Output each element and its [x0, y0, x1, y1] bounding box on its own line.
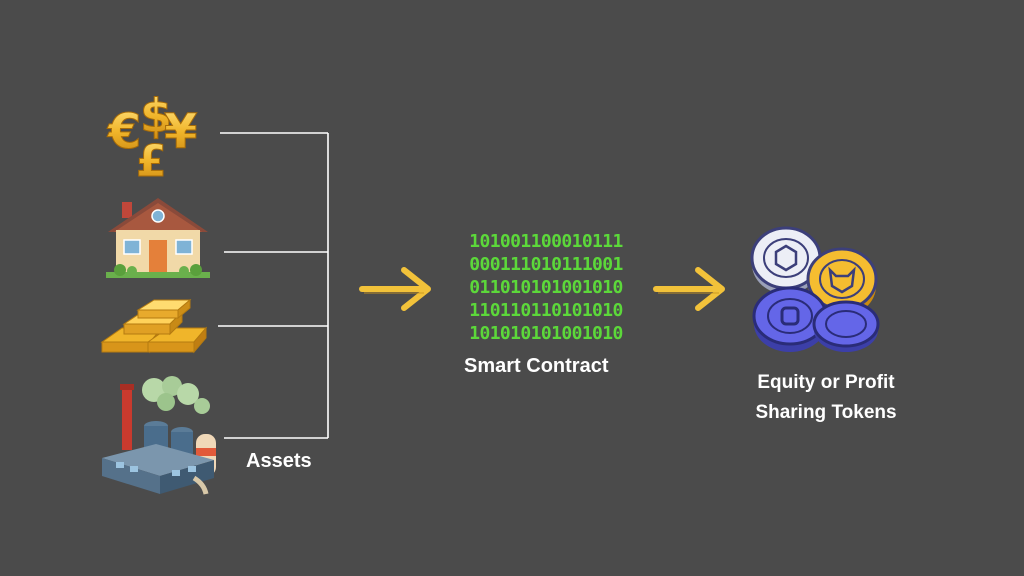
binary-line: 101001100010111 — [469, 231, 623, 252]
assets-label: Assets — [246, 450, 312, 472]
smart-contract-label: Smart Contract — [464, 355, 609, 377]
smart-contract-binary: 101001100010111 000111010111001 01101010… — [448, 230, 644, 345]
binary-line: 000111010111001 — [469, 254, 623, 275]
arrow-to-contract — [359, 267, 431, 311]
tokens-label: Equity or Profit Sharing Tokens — [726, 368, 926, 428]
house-icon — [106, 198, 210, 278]
binary-line: 101010101001010 — [469, 323, 623, 344]
dollar-symbol: $ — [140, 89, 172, 143]
token-coins-icon — [750, 226, 880, 352]
factory-icon — [102, 376, 216, 495]
yen-symbol: ¥ — [164, 104, 197, 160]
arrow-to-tokens — [653, 267, 725, 311]
binary-line: 110110110101010 — [469, 300, 623, 321]
pound-symbol: £ — [136, 136, 167, 182]
tokens-label-line2: Sharing Tokens — [755, 402, 897, 423]
gold-bars-icon — [100, 298, 208, 354]
euro-symbol: € — [107, 104, 141, 160]
currency-symbols-icon: € $ ¥ £ — [107, 89, 198, 183]
binary-line: 011010101001010 — [469, 277, 623, 298]
tokens-label-line1: Equity or Profit — [757, 372, 895, 393]
